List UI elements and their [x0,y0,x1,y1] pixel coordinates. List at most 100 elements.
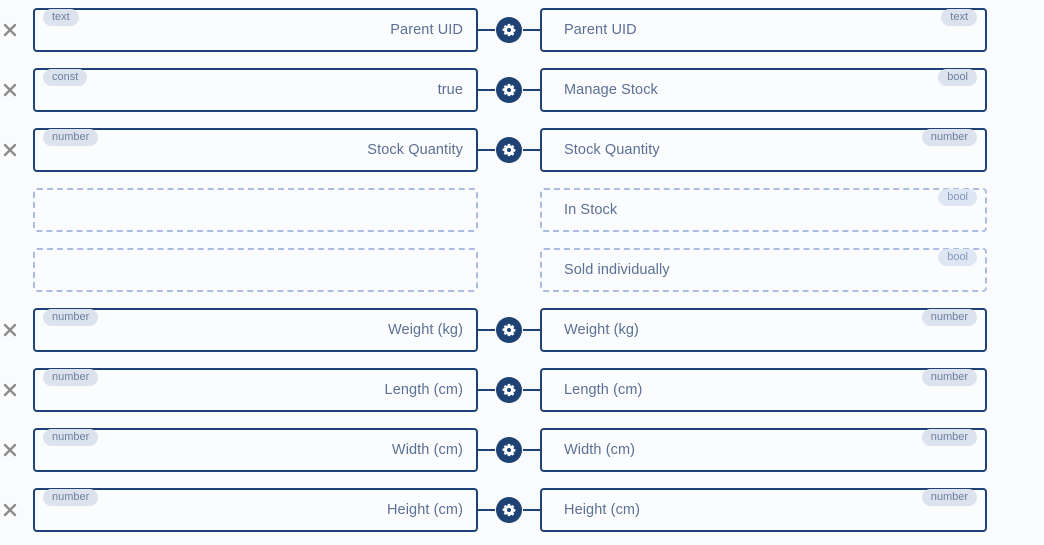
close-icon [3,83,17,97]
mapping-settings-button[interactable] [496,17,522,43]
target-type-badge: bool [938,249,977,266]
mapping-connector [478,428,540,472]
target-field-label: Weight (kg) [564,322,639,338]
source-type-badge: number [43,309,99,326]
target-type-badge: bool [938,189,977,206]
mapping-row: bool In Stock [0,180,1044,240]
connector-wire-left [478,509,495,511]
mapping-connector [478,68,540,112]
gear-icon [502,383,516,397]
target-field-label: In Stock [564,202,618,218]
mapping-settings-button[interactable] [496,77,522,103]
target-field-label: Manage Stock [564,82,658,98]
gear-icon [502,503,516,517]
remove-mapping-button[interactable] [0,380,20,400]
connector-wire-right [523,389,540,391]
mapping-settings-button[interactable] [496,437,522,463]
target-type-badge: number [921,429,977,446]
gear-icon [502,23,516,37]
gear-icon [502,83,516,97]
mapping-settings-button[interactable] [496,377,522,403]
target-field-box: bool In Stock [540,188,987,232]
mapping-settings-button[interactable] [496,137,522,163]
connector-wire-left [478,29,495,31]
target-field-label: Parent UID [564,22,637,38]
mapping-connector [478,128,540,172]
mapping-connector [478,368,540,412]
connector-wire-right [523,29,540,31]
target-type-badge: number [921,309,977,326]
close-icon [3,383,17,397]
source-type-badge: text [43,9,79,26]
source-type-badge: const [43,69,88,86]
mapping-connector [478,8,540,52]
connector-wire-right [523,149,540,151]
close-icon [3,443,17,457]
gear-icon [502,443,516,457]
source-field-label: Height (cm) [386,502,463,518]
target-field-label: Stock Quantity [564,142,660,158]
connector-wire-left [478,449,495,451]
source-type-badge: number [43,369,99,386]
close-icon [3,143,17,157]
mapping-settings-button[interactable] [496,497,522,523]
connector-wire-left [478,389,495,391]
remove-mapping-button[interactable] [0,440,20,460]
connector-wire-right [523,509,540,511]
source-type-badge: number [43,489,99,506]
connector-wire-right [523,329,540,331]
source-field-box [33,248,478,292]
connector-wire-right [523,449,540,451]
target-type-badge: text [941,9,977,26]
source-field-label: Width (cm) [391,442,463,458]
source-field-label: true [437,82,463,98]
target-field-label: Width (cm) [564,442,636,458]
remove-mapping-button[interactable] [0,20,20,40]
target-field-label: Sold individually [564,262,670,278]
source-field-label: Stock Quantity [367,142,463,158]
connector-wire-left [478,329,495,331]
remove-mapping-button[interactable] [0,500,20,520]
connector-wire-right [523,89,540,91]
close-icon [3,323,17,337]
source-field-box[interactable]: const true [33,68,478,112]
close-icon [3,23,17,37]
connector-wire-left [478,149,495,151]
source-field-box [33,188,478,232]
target-type-badge: number [921,369,977,386]
source-field-label: Weight (kg) [388,322,463,338]
remove-mapping-button[interactable] [0,80,20,100]
gear-icon [502,143,516,157]
connector-wire-left [478,89,495,91]
mapping-connector [478,308,540,352]
target-type-badge: number [921,129,977,146]
remove-mapping-button[interactable] [0,140,20,160]
remove-mapping-button[interactable] [0,320,20,340]
mapping-settings-button[interactable] [496,317,522,343]
source-field-label: Length (cm) [384,382,463,398]
source-type-badge: number [43,429,99,446]
source-field-label: Parent UID [390,22,463,38]
target-type-badge: number [921,489,977,506]
target-field-label: Height (cm) [564,502,641,518]
target-field-label: Length (cm) [564,382,643,398]
